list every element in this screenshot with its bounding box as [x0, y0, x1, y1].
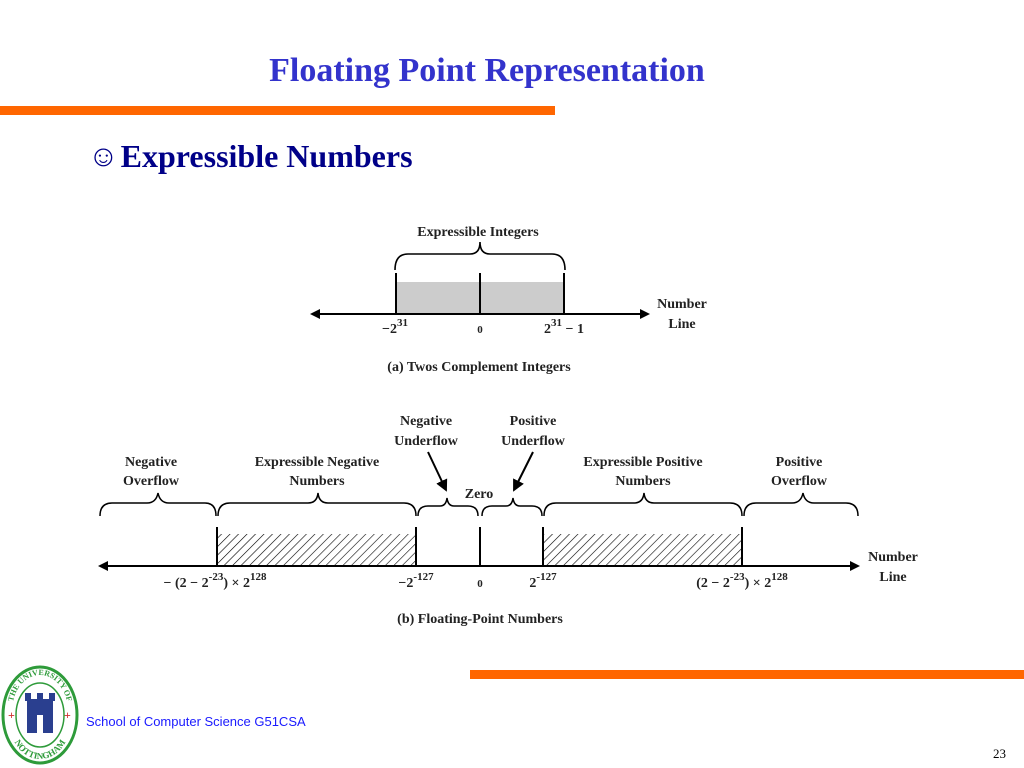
logo-cross-left-icon: + — [8, 708, 15, 722]
bullet-text: Expressible Numbers — [120, 138, 413, 174]
negative-underflow-brace — [417, 497, 479, 517]
title-underline-bar — [0, 106, 555, 115]
number-line-label-b-2: Line — [879, 570, 906, 585]
expressible-negative-label-1: Expressible Negative — [255, 455, 380, 470]
logo-cross-right-icon: + — [64, 708, 71, 722]
expressible-negative-brace — [217, 492, 417, 517]
footer-school-text: School of Computer Science G51CSA — [86, 714, 306, 729]
slide-title: Floating Point Representation — [269, 52, 705, 89]
page-number: 23 — [993, 746, 1006, 761]
positive-underflow-label-1: Positive — [510, 414, 557, 429]
label-min-int: −231 — [382, 317, 408, 337]
positive-overflow-brace — [743, 492, 859, 517]
label-min-float: − (2 − 2-23) × 2128 — [164, 571, 267, 591]
expressible-positive-brace — [543, 492, 743, 517]
number-line-label-b-1: Number — [868, 550, 918, 565]
expressible-positive-label-1: Expressible Positive — [583, 455, 702, 470]
expressible-negative-region — [217, 534, 416, 566]
negative-underflow-label-2: Underflow — [394, 434, 459, 449]
negative-underflow-arrow — [427, 451, 448, 492]
integers-brace — [394, 241, 566, 271]
diagram-twos-complement: Expressible Integers −231 0 231 − 1 Numb… — [310, 225, 707, 375]
diagram-floating-point: Negative Overflow Expressible Negative N… — [98, 414, 918, 627]
label-pos-small: 2-127 — [529, 571, 557, 591]
positive-underflow-label-2: Underflow — [501, 434, 566, 449]
number-line-label-a-1: Number — [657, 297, 707, 312]
label-neg-small: −2-127 — [398, 571, 434, 591]
caption-a: (a) Twos Complement Integers — [387, 360, 571, 375]
negative-overflow-label-1: Negative — [125, 455, 177, 470]
expressible-positive-region — [543, 534, 742, 566]
castle-icon — [25, 693, 55, 733]
negative-overflow-label-2: Overflow — [123, 474, 180, 489]
zero-label: Zero — [465, 487, 494, 502]
footer-accent-bar — [470, 670, 1024, 679]
expressible-negative-label-2: Numbers — [289, 474, 345, 489]
smiley-icon: ☺ — [88, 139, 119, 173]
label-max-int: 231 − 1 — [544, 317, 584, 337]
label-zero-a: 0 — [477, 324, 483, 336]
negative-overflow-brace — [99, 492, 217, 517]
positive-overflow-label-1: Positive — [776, 455, 823, 470]
label-zero-b: 0 — [477, 578, 483, 590]
positive-overflow-label-2: Overflow — [771, 474, 828, 489]
positive-underflow-arrow — [513, 451, 534, 492]
bullet-item: ☺ Expressible Numbers — [88, 138, 413, 175]
expressible-integers-label: Expressible Integers — [417, 225, 539, 240]
caption-b: (b) Floating-Point Numbers — [397, 612, 563, 627]
negative-underflow-label-1: Negative — [400, 414, 452, 429]
positive-underflow-brace — [481, 497, 543, 517]
label-max-float: (2 − 2-23) × 2128 — [696, 571, 788, 591]
university-logo: THE UNIVERSITY OF NOTTINGHAM + + — [1, 665, 79, 765]
expressible-positive-label-2: Numbers — [615, 474, 671, 489]
number-line-label-a-2: Line — [668, 317, 695, 332]
